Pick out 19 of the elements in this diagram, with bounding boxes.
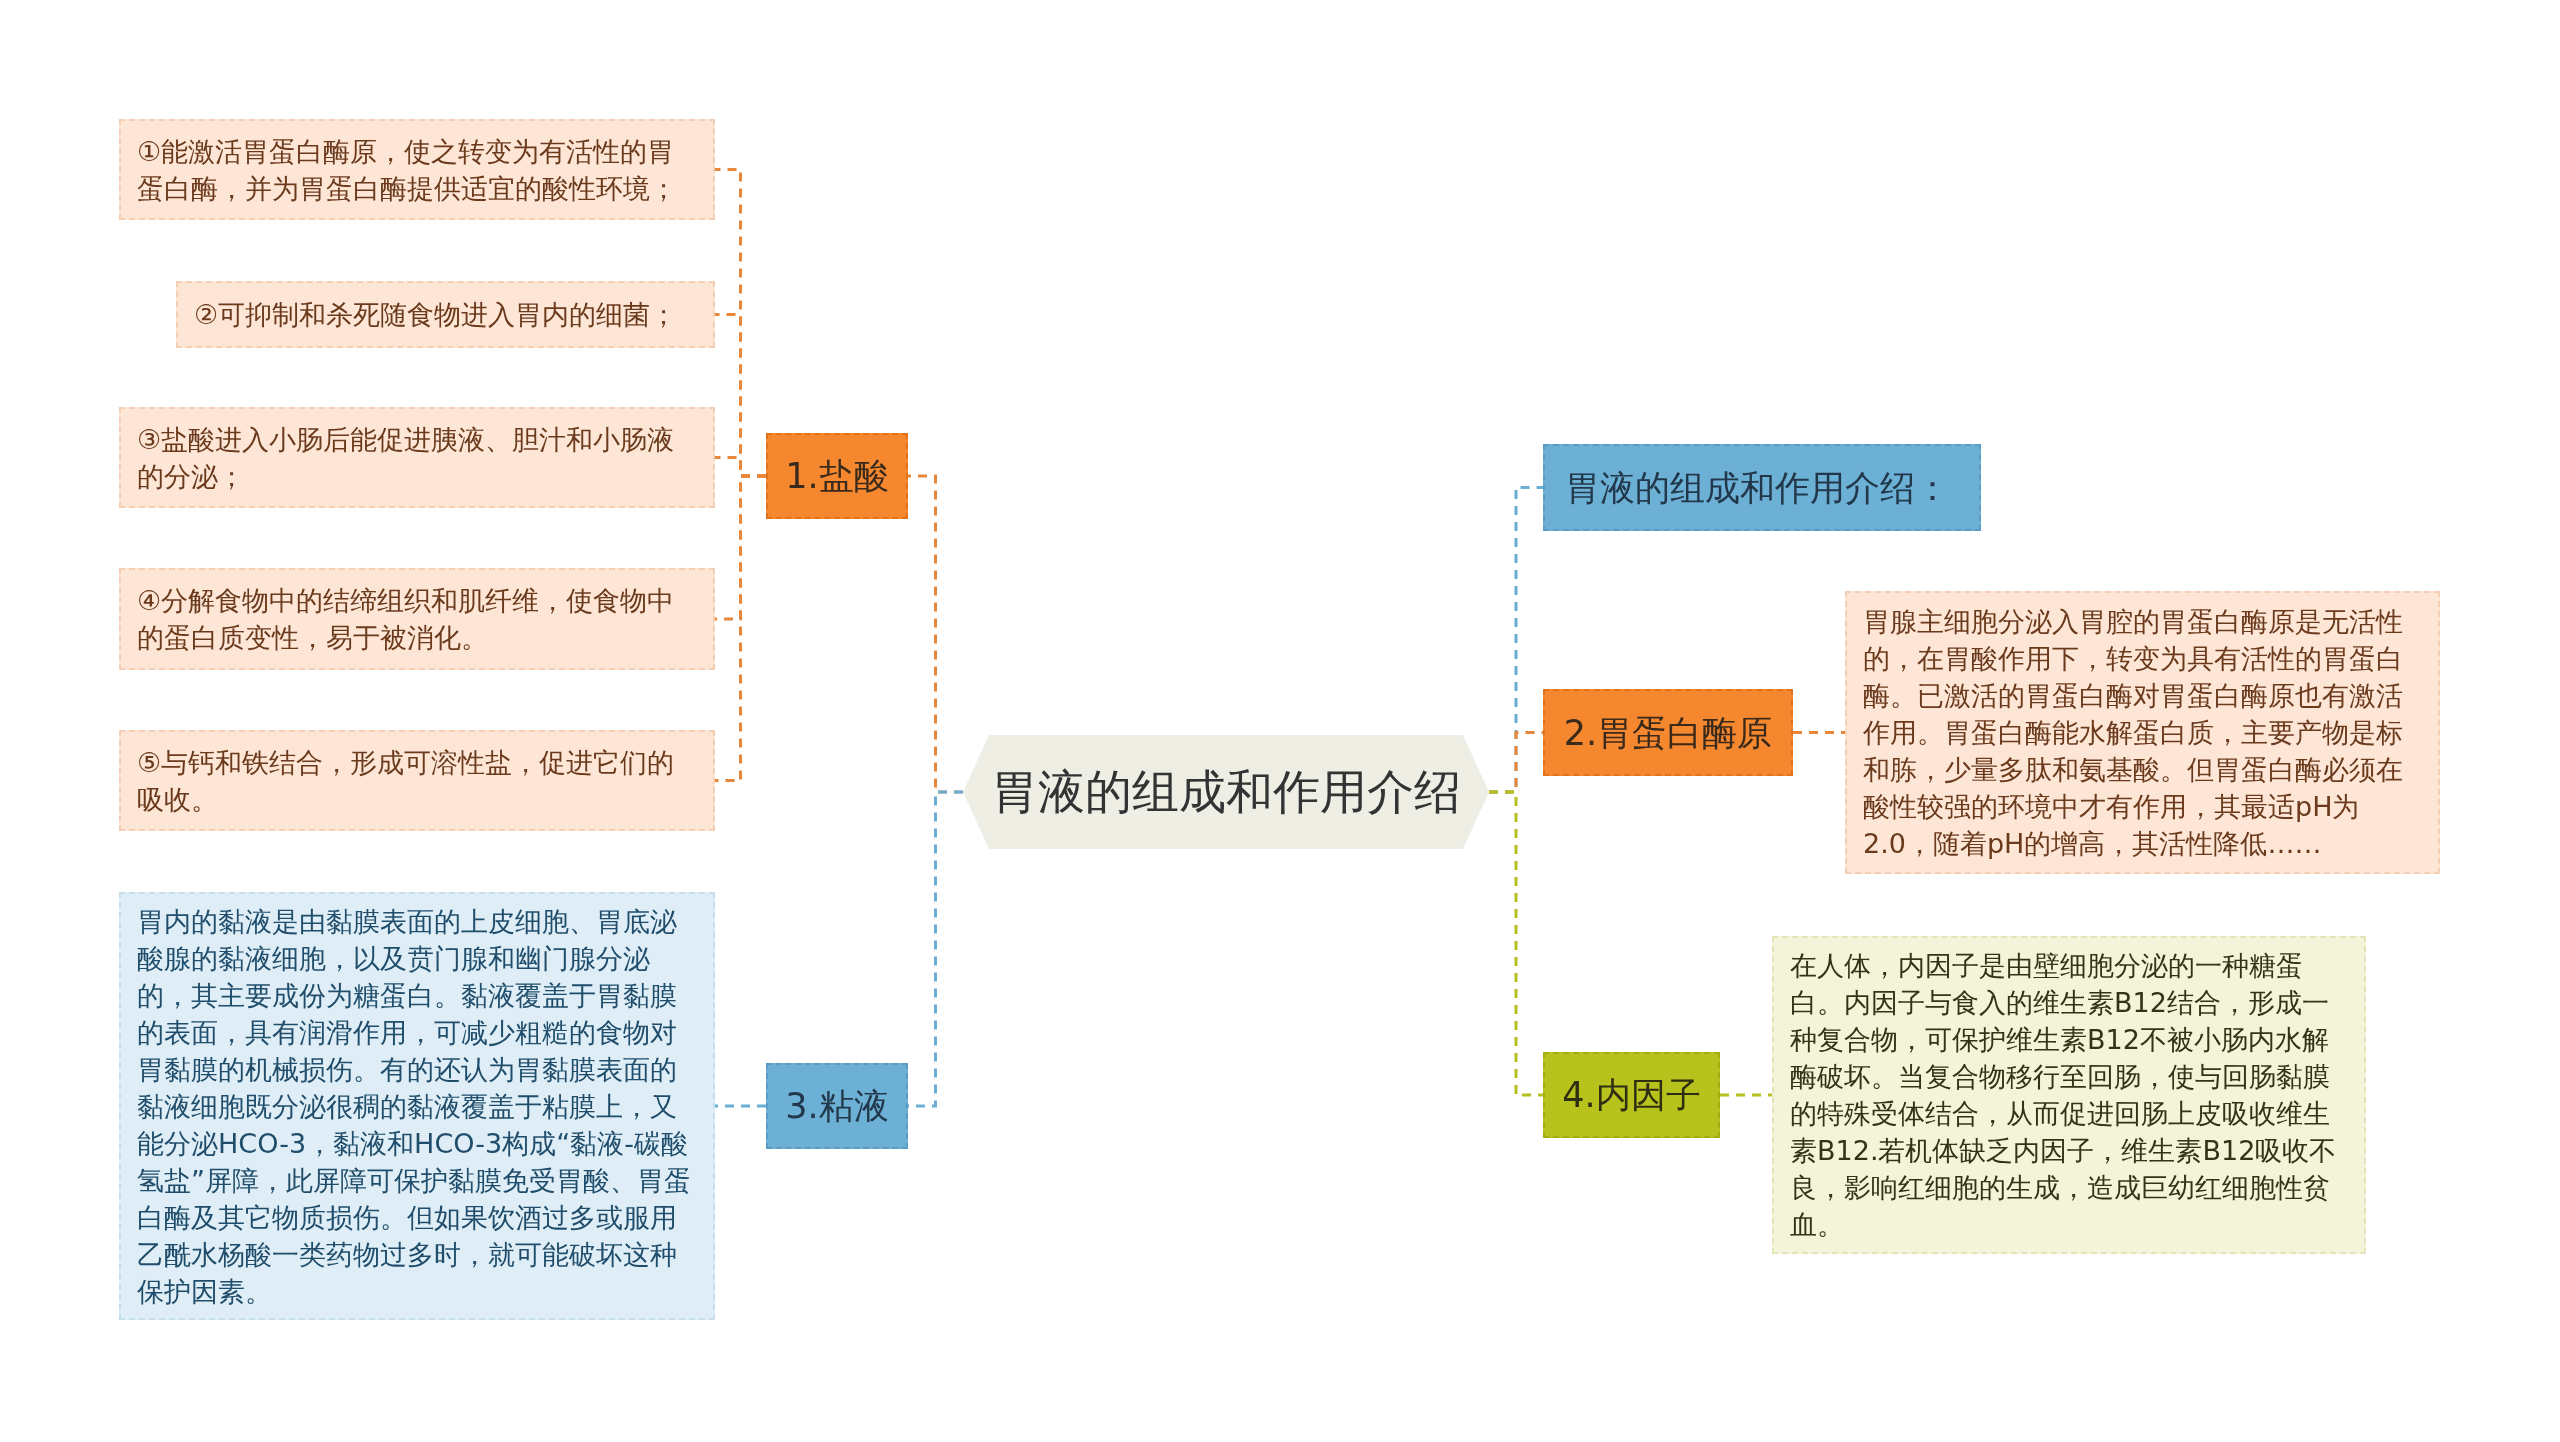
central-topic-hexagon: 胃液的组成和作用介绍 <box>963 735 1489 849</box>
note-box: ①能激活胃蛋白酶原，使之转变为有活性的胃蛋白酶，并为胃蛋白酶提供适宜的酸性环境； <box>119 119 715 220</box>
connector-line <box>1489 790 1543 1097</box>
connector-line <box>1720 1093 1772 1097</box>
connector-line <box>715 1104 766 1108</box>
branch-topic-box: 4.内因子 <box>1543 1052 1720 1138</box>
note-box: ④分解食物中的结缔组织和肌纤维，使食物中的蛋白质变性，易于被消化。 <box>119 568 715 670</box>
connector-line <box>1793 731 1845 734</box>
note-box: ⑤与钙和铁结合，形成可溶性盐，促进它们的吸收。 <box>119 730 715 831</box>
branch-topic-box: 2.胃蛋白酶原 <box>1543 689 1793 776</box>
note-box: 在人体，内因子是由壁细胞分泌的一种糖蛋白。内因子与食入的维生素B12结合，形成一种复合物，可保护维生素B12不被小肠内水解酶破坏。当复合物移行至回肠，使与回肠黏膜的特殊受体结合，从而促进回肠上皮吸收维生素B12.若机体缺乏内因子，维生素B12吸收不良，影响红细胞的生成，造成巨幼红细胞性贫血。 <box>1772 936 2366 1254</box>
connector-line <box>715 474 766 782</box>
note-box: 胃内的黏液是由黏膜表面的上皮细胞、胃底泌酸腺的黏液细胞，以及贲门腺和幽门腺分泌的，其主要成份为糖蛋白。黏液覆盖于胃黏膜的表面，具有润滑作用，可减少粗糙的食物对胃黏膜的机械损伤。有的还认为胃黏膜表面的黏液细胞既分泌很稠的黏液覆盖于粘膜上，又能分泌HCO-3，黏液和HCO-3构成“黏液-碳酸氢盐”屏障，此屏障可保护黏膜免受胃酸、胃蛋白酶及其它物质损伤。但如果饮酒过多或服用乙酰水杨酸一类药物过多时，就可能破坏这种保护因素。 <box>119 892 715 1320</box>
branch-topic-box: 1.盐酸 <box>766 433 908 519</box>
note-box: ②可抑制和杀死随食物进入胃内的细菌； <box>176 281 715 348</box>
branch-topic-box: 3.粘液 <box>766 1063 908 1149</box>
note-box: 胃腺主细胞分泌入胃腔的胃蛋白酶原是无活性的，在胃酸作用下，转变为具有活性的胃蛋白酶。已激活的胃蛋白酶对胃蛋白酶原也有激活作用。胃蛋白酶能水解蛋白质，主要产物是标和胨，少量多肽和氨基酸。但胃蛋白酶必须在酸性较强的环境中才有作用，其最适pH为2.0，随着pH的增高，其活性降低…… <box>1845 591 2440 874</box>
note-box: ③盐酸进入小肠后能促进胰液、胆汁和小肠液的分泌； <box>119 407 715 508</box>
branch-topic-box: 胃液的组成和作用介绍： <box>1543 444 1981 531</box>
